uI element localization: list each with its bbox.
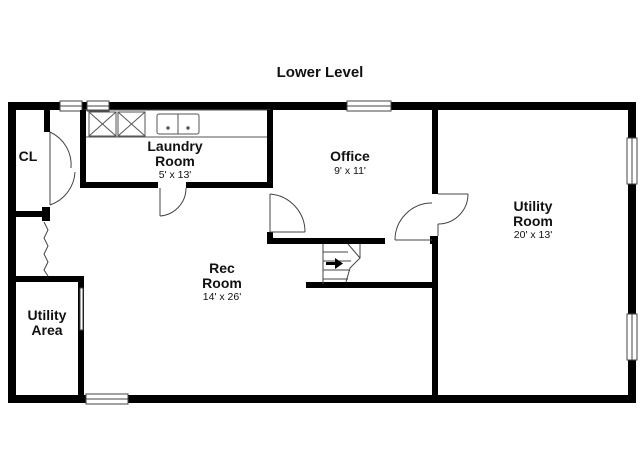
- stair-wall-bottom: [306, 282, 438, 288]
- laundry-name-2: Room: [155, 152, 195, 169]
- closet-double-door: [49, 131, 76, 206]
- washer: [88, 111, 117, 137]
- window-bottom-rec: [85, 393, 129, 405]
- utility-room-name-1: Utility: [513, 198, 553, 214]
- window-right-lower: [626, 313, 638, 361]
- plan-title: Lower Level: [276, 64, 364, 81]
- laundry-dimensions: 5' x 13': [158, 169, 192, 182]
- rec-room-dimensions: 14' x 26': [202, 291, 242, 304]
- utility-area-wall-right: [78, 276, 84, 403]
- outer-walls: [8, 102, 636, 403]
- utility-area-name-1: Utility: [27, 307, 67, 323]
- utility-room-door: [437, 193, 469, 236]
- office-dimensions: 9' x 11': [334, 164, 366, 177]
- utility-area-wall-top: [16, 276, 84, 282]
- office-wall-bottom: [267, 238, 385, 244]
- window-top-office: [346, 100, 392, 112]
- doors: [43, 131, 469, 331]
- closet-name: CL: [18, 148, 38, 164]
- rec-room-name-1: Rec: [209, 260, 235, 276]
- laundry-wall-left: [80, 110, 86, 186]
- room-label-utility-room: Utility Room 20' x 13': [483, 199, 583, 241]
- room-label-rec-room: Rec Room 14' x 26': [172, 261, 272, 303]
- room-label-closet: CL: [12, 149, 44, 164]
- laundry-door: [159, 187, 187, 217]
- room-label-office: Office 9' x 11': [300, 149, 400, 177]
- utility-area-name-2: Area: [31, 321, 63, 338]
- laundry-fixtures: [83, 109, 271, 138]
- office-wall-right: [432, 110, 438, 194]
- dryer: [117, 111, 146, 137]
- outer-wall-right: [628, 102, 636, 403]
- outer-wall-left: [8, 102, 16, 403]
- laundry-wall-right: [267, 110, 273, 188]
- room-label-utility-area: Utility Area: [12, 308, 82, 337]
- window-top-left-1: [59, 100, 83, 112]
- utility-room-dimensions: 20' x 13': [513, 229, 553, 242]
- outer-wall-top: [8, 102, 636, 110]
- utility-area-opening: [79, 287, 84, 331]
- interior-walls: [16, 110, 438, 403]
- stairs: [322, 243, 361, 284]
- laundry-wall-bottom-a: [80, 182, 158, 188]
- rec-room-name-2: Room: [202, 274, 242, 291]
- office-wall-right-lower: [430, 236, 438, 244]
- closet-wall-bottom: [16, 211, 48, 217]
- laundry-name-1: Laundry: [147, 138, 203, 154]
- closet-pillar: [42, 207, 50, 221]
- windows: [59, 100, 638, 405]
- stair-direction-arrow-icon: [326, 258, 343, 269]
- office-name: Office: [330, 148, 370, 164]
- office-door: [269, 193, 306, 233]
- closet-wall-top-post: [44, 110, 50, 132]
- window-right-upper: [626, 137, 638, 185]
- window-top-left-2: [86, 100, 110, 112]
- stair-door: [394, 202, 433, 241]
- utility-room-name-2: Room: [513, 212, 553, 229]
- utility-room-wall-left: [432, 244, 438, 395]
- closet-bifold-door: [43, 221, 49, 277]
- room-label-laundry: Laundry Room 5' x 13': [125, 139, 225, 181]
- laundry-wall-bottom-b: [186, 182, 272, 188]
- outer-wall-bottom: [8, 395, 636, 403]
